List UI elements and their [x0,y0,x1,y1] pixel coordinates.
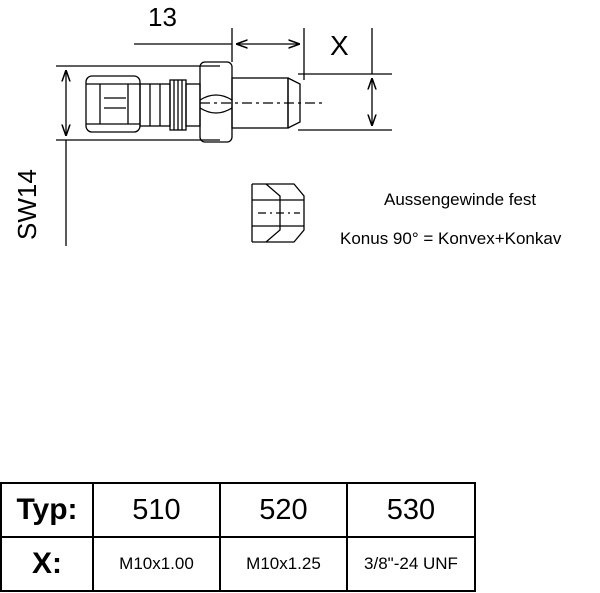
fitting-body [85,61,322,143]
dimension-x-lines [298,28,392,131]
type-cell: 530 [346,482,476,538]
row-label-x: X: [0,536,94,592]
thread-cell: M10x1.00 [92,536,221,592]
dimension-13-label: 13 [148,2,177,32]
dimension-sw14-lines [56,65,220,246]
dimension-sw14-label: SW14 [12,169,42,240]
technical-drawing [56,28,392,246]
table-row-x: X: M10x1.00 M10x1.25 3/8"-24 UNF [0,536,476,592]
table-row-type: Typ: 510 520 530 [0,482,476,538]
dimension-13-lines [134,28,305,80]
dimension-x-label: X [330,30,349,61]
description-line-2: Konus 90° = Konvex+Konkav [340,229,562,248]
description-line-1: Aussengewinde fest [384,190,537,209]
row-label-type: Typ: [0,482,94,538]
cone-detail [251,183,305,243]
spec-table: Typ: 510 520 530 X: M10x1.00 M10x1.25 3/… [0,482,476,592]
type-cell: 520 [219,482,348,538]
type-cell: 510 [92,482,221,538]
thread-cell: M10x1.25 [219,536,348,592]
thread-cell: 3/8"-24 UNF [346,536,476,592]
